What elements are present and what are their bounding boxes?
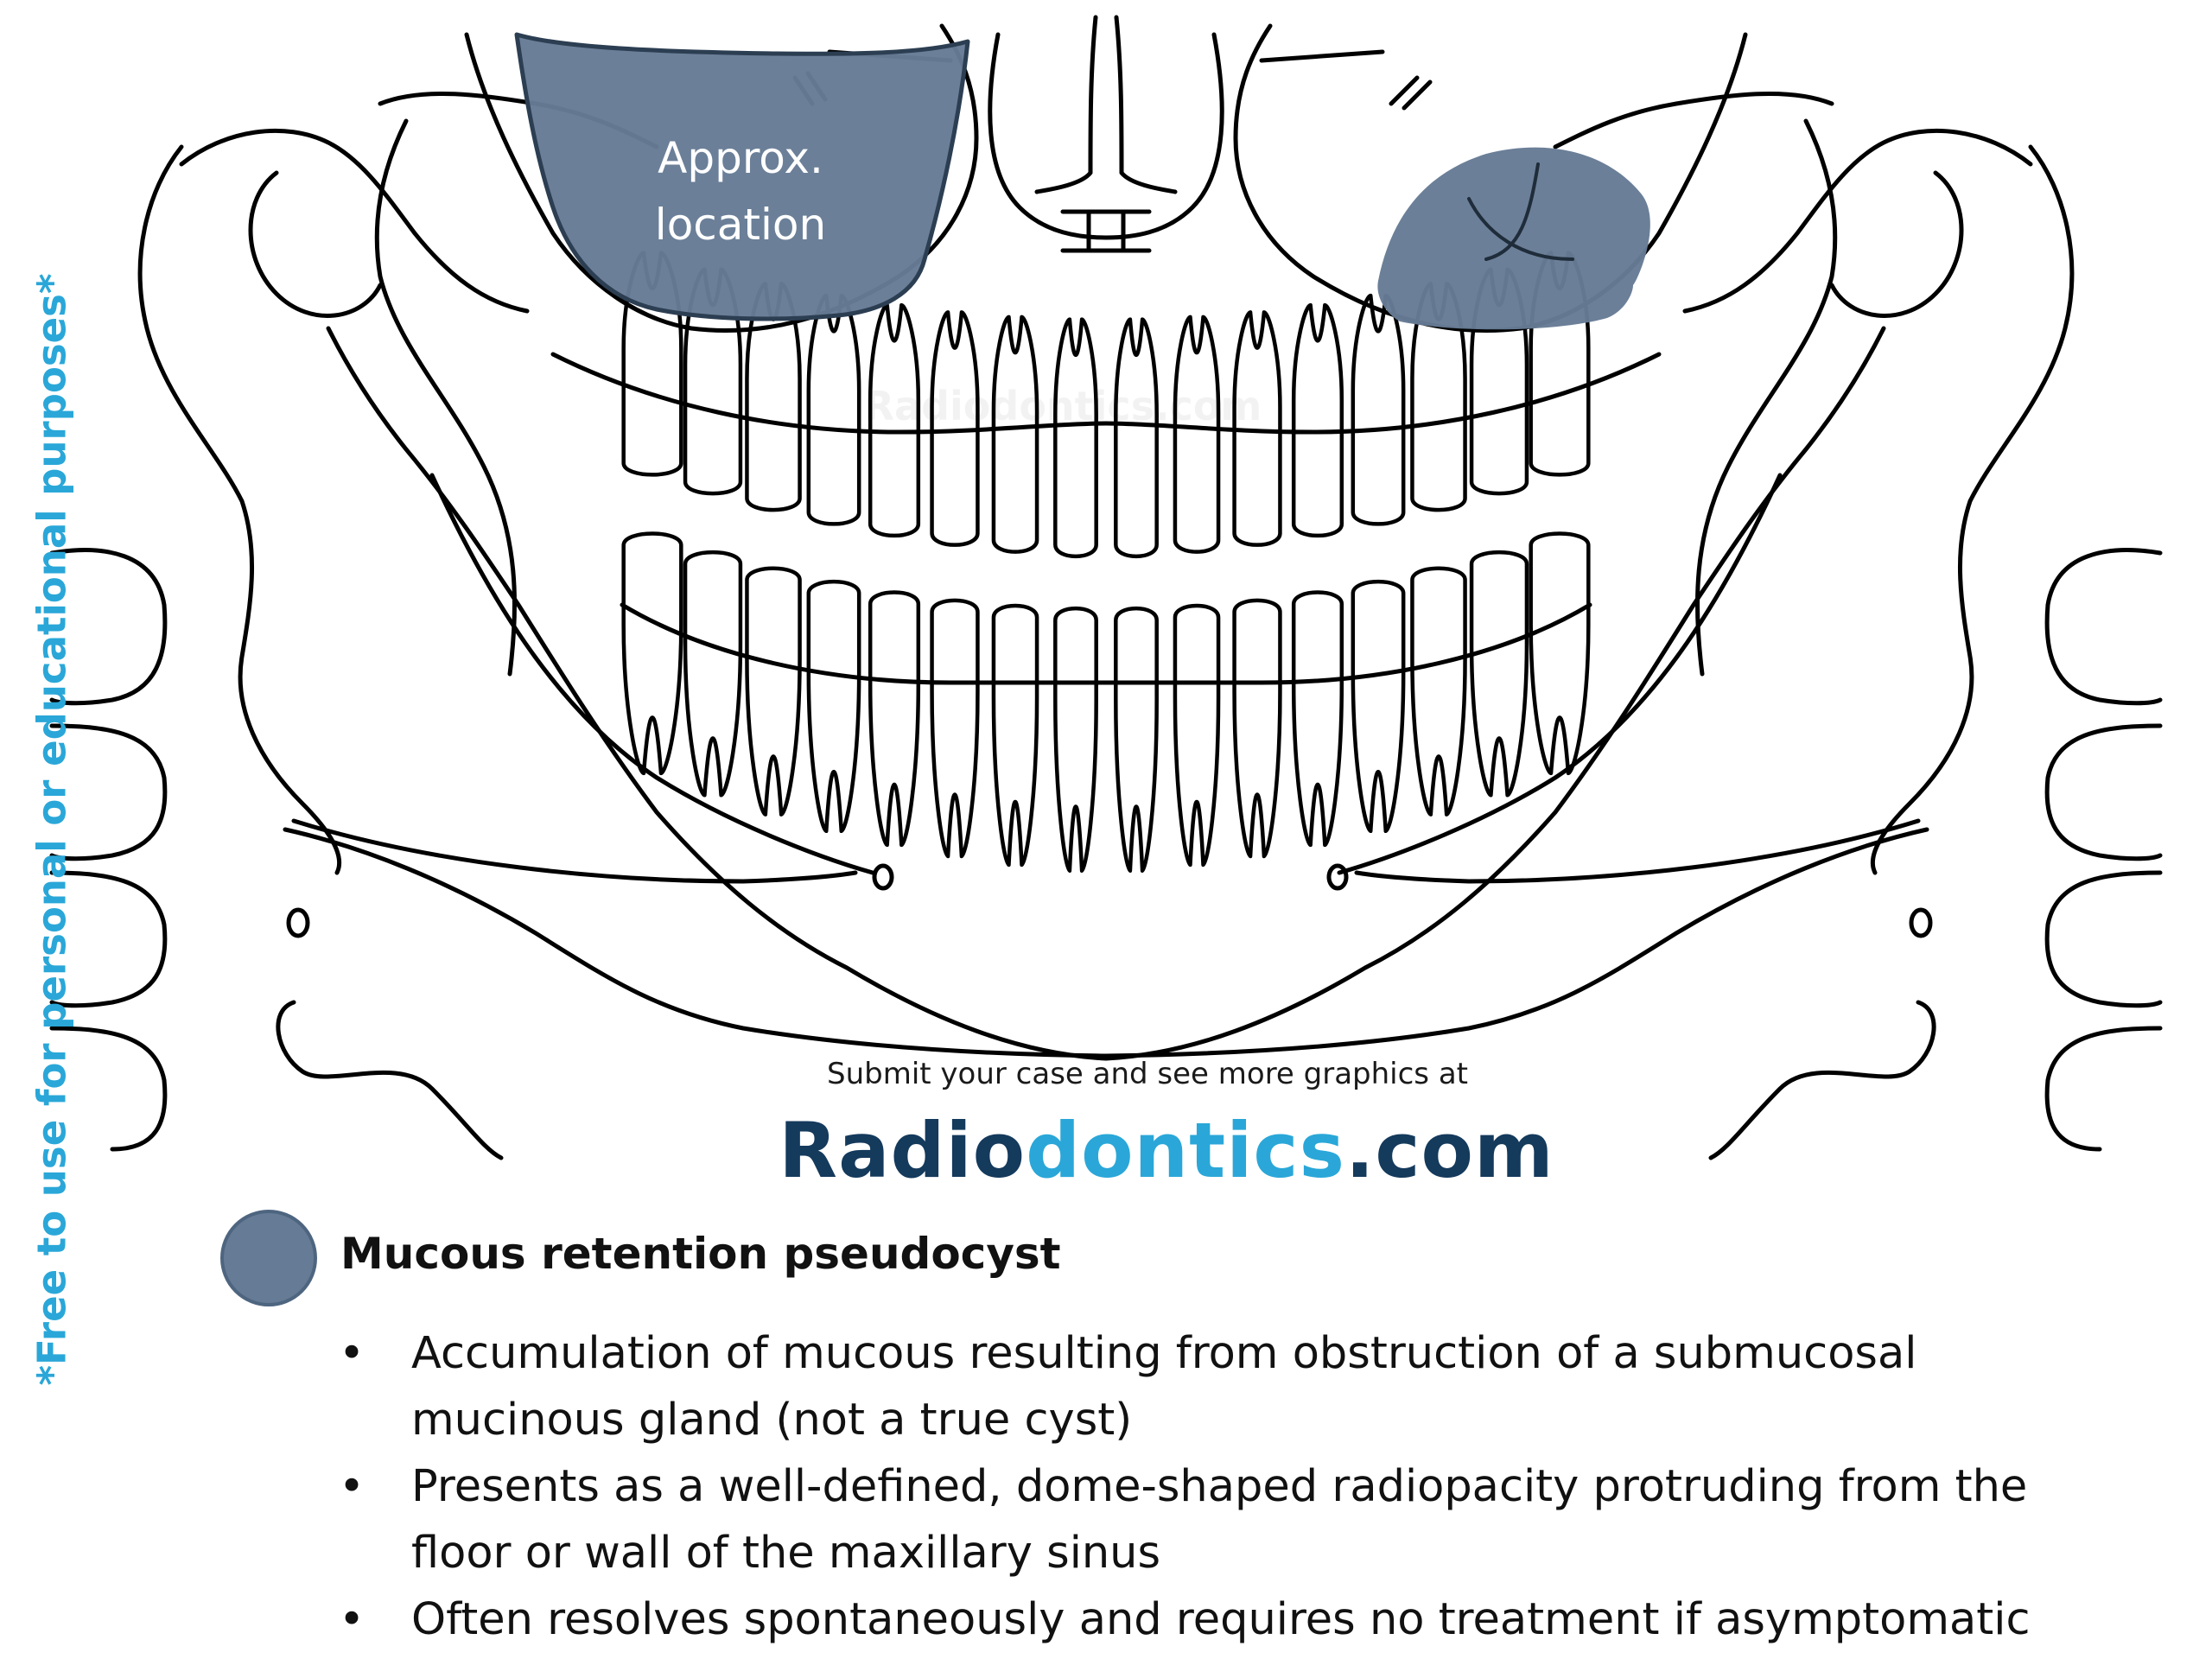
legend-bullet-2: • Presents as a well-defined, dome-shape…	[328, 1453, 2177, 1586]
bullet-3-line1: Often resolves spontaneously and require…	[411, 1594, 2031, 1645]
bullet-dot: •	[339, 1328, 365, 1379]
bullet-1-line1: Accumulation of mucous resulting from ob…	[411, 1328, 1917, 1379]
legend-bullet-3: • Often resolves spontaneously and requi…	[328, 1586, 2177, 1653]
upper-tooth-10	[1173, 315, 1221, 554]
upper-tooth-6	[930, 310, 980, 547]
nasal-septum-right	[1114, 15, 1178, 194]
legend-bullet-1: • Accumulation of mucous resulting from …	[328, 1320, 2177, 1453]
watermark-text: Radiodontics.com	[863, 383, 1262, 429]
right-orbit-curve	[1553, 91, 1834, 149]
upper-tooth-7	[991, 315, 1039, 554]
lower-tooth-9	[1114, 606, 1159, 873]
lower-tooth-6	[930, 598, 980, 859]
left-mental-line	[291, 818, 858, 884]
right-ramus-inner	[1694, 118, 1838, 677]
lower-tooth-5	[868, 590, 921, 848]
brand-part-com: .com	[1344, 1106, 1554, 1195]
right-mental-foramen	[1326, 863, 1349, 891]
hard-palate-curve	[550, 352, 1662, 435]
bullet-1-line2: mucinous gland (not a true cyst)	[411, 1395, 1133, 1446]
lower-tooth-3	[745, 566, 802, 817]
left-condyle	[248, 170, 383, 318]
lower-tooth-2	[683, 550, 743, 798]
approx-location-line1: Approx.	[658, 133, 823, 183]
bullet-2-line2: floor or wall of the maxillary sinus	[411, 1528, 1161, 1579]
left-mental-foramen	[872, 863, 894, 891]
lower-tooth-15	[1469, 550, 1529, 798]
lower-teeth	[621, 531, 1591, 873]
legend-title: Mucous retention pseudocyst	[340, 1229, 1061, 1279]
right-vertebra-4	[2044, 1026, 2163, 1152]
brand-part-dontics: dontics	[1026, 1106, 1345, 1195]
legend-swatch	[220, 1210, 317, 1306]
upper-tooth-9	[1114, 317, 1159, 559]
lower-tooth-12	[1291, 590, 1344, 848]
left-small-foramen	[286, 907, 310, 938]
upper-tooth-4	[806, 293, 861, 526]
bullet-dot: •	[339, 1594, 365, 1645]
nasal-spine	[1060, 209, 1152, 253]
right-zygoma-hatch	[1259, 49, 1433, 111]
right-hyoid	[1708, 1000, 1936, 1160]
nasal-floor-left	[988, 32, 1109, 240]
occlusal-plane	[620, 602, 1592, 685]
lower-tooth-14	[1410, 566, 1467, 817]
upper-tooth-12	[1291, 302, 1344, 538]
right-vertebra-2	[2044, 723, 2163, 861]
lower-tooth-13	[1351, 579, 1406, 834]
submit-case-text: Submit your case and see more graphics a…	[826, 1057, 1469, 1091]
nasal-septum-left	[1034, 15, 1098, 194]
right-condyle	[1829, 170, 1964, 318]
right-small-foramen	[1909, 907, 1933, 938]
lower-tooth-4	[806, 579, 861, 834]
lower-tooth-8	[1053, 606, 1098, 873]
lower-tooth-7	[991, 603, 1039, 868]
left-vertebra-3	[49, 870, 168, 1008]
mandibular-canal-right	[1337, 473, 1783, 875]
mandible-lower-border	[283, 827, 1929, 1058]
right-ramus	[1870, 144, 2075, 875]
right-mental-line	[1354, 818, 1921, 884]
right-vertebra-3	[2044, 870, 2163, 1008]
bullet-dot: •	[339, 1461, 365, 1512]
lower-tooth-10	[1173, 603, 1221, 868]
right-lesion-internal-line	[1467, 162, 1574, 261]
upper-tooth-11	[1232, 310, 1282, 547]
left-vertebra-2	[49, 723, 168, 861]
nasal-floor-right	[1103, 32, 1224, 240]
lower-tooth-16	[1529, 531, 1591, 776]
approx-location-label: Approx. location	[602, 125, 879, 258]
usage-side-note: *Free to use for personal or educational…	[29, 273, 75, 1386]
left-vertebra-4	[49, 1026, 168, 1152]
left-sinus-outline	[464, 23, 979, 333]
left-sinus-lesion	[514, 32, 970, 321]
left-ramus	[137, 144, 342, 875]
right-vertebra-1	[2044, 548, 2163, 706]
mandibular-canal-left	[429, 473, 875, 875]
lower-tooth-11	[1232, 598, 1282, 859]
legend-bullet-list: • Accumulation of mucous resulting from …	[328, 1320, 2177, 1653]
bullet-2-line1: Presents as a well-defined, dome-shaped …	[411, 1461, 2028, 1512]
brand-logo-text: Radiodontics.com	[779, 1106, 1554, 1195]
lower-tooth-1	[621, 531, 683, 776]
left-hyoid	[276, 1000, 504, 1160]
approx-location-line2: location	[654, 200, 827, 250]
left-vertebra-1	[49, 548, 168, 706]
right-zygomatic-arch	[1682, 128, 2033, 314]
upper-tooth-8	[1053, 317, 1098, 559]
left-ramus-inner	[374, 118, 518, 677]
brand-part-radio: Radio	[779, 1106, 1027, 1195]
upper-tooth-5	[868, 302, 921, 538]
upper-tooth-13	[1351, 293, 1406, 526]
left-zygomatic-arch	[179, 128, 530, 314]
